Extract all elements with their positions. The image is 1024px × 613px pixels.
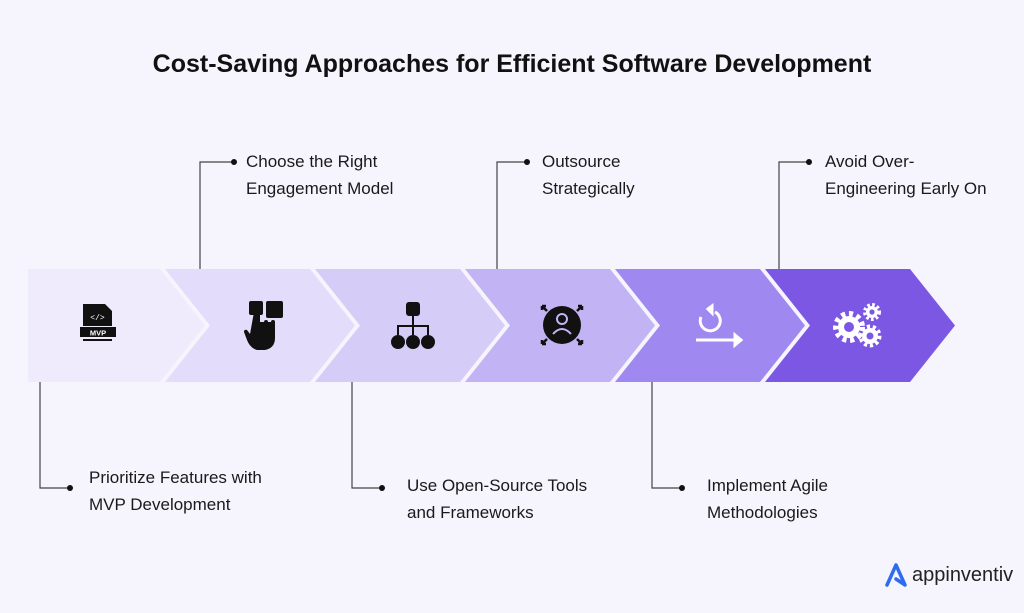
label-line: MVP Development xyxy=(89,495,231,514)
connector-dot xyxy=(67,485,73,491)
connector-dot xyxy=(679,485,685,491)
agile-cycle-icon xyxy=(696,303,744,349)
hierarchy-icon xyxy=(391,302,435,349)
hand-tap-icon xyxy=(244,301,283,350)
step-label-6: Avoid Over- Engineering Early On xyxy=(825,148,987,202)
connector-dot xyxy=(379,485,385,491)
label-line: Avoid Over- xyxy=(825,152,915,171)
connector-dot xyxy=(806,159,812,165)
chevron-step-5 xyxy=(615,269,805,382)
brand-name: appinventiv xyxy=(912,563,1014,586)
connector-4 xyxy=(496,161,525,269)
label-line: Strategically xyxy=(542,179,635,198)
label-line: Use Open-Source Tools xyxy=(407,476,588,495)
label-line: Implement Agile xyxy=(707,476,828,495)
appinventiv-logo-icon xyxy=(885,563,907,587)
connector-2 xyxy=(199,161,232,269)
user-focus-icon xyxy=(540,304,584,346)
label-line: Engagement Model xyxy=(246,179,394,198)
svg-text:</>: </> xyxy=(90,314,105,323)
connector-6 xyxy=(778,161,807,269)
label-line: Engineering Early On xyxy=(825,179,987,198)
connector-dot xyxy=(524,159,530,165)
connector-3 xyxy=(351,382,380,489)
label-line: and Frameworks xyxy=(407,503,534,522)
mvp-text: MVP xyxy=(90,329,106,338)
chevron-step-1 xyxy=(28,269,205,382)
brand-logo: appinventiv xyxy=(884,562,1013,588)
label-line: Choose the Right xyxy=(246,152,378,171)
step-label-3: Use Open-Source Tools and Frameworks xyxy=(407,472,587,526)
gears-icon xyxy=(833,303,882,348)
connector-dot xyxy=(231,159,237,165)
label-line: Methodologies xyxy=(707,503,818,522)
page-title: Cost-Saving Approaches for Efficient Sof… xyxy=(152,50,872,78)
label-line: Outsource xyxy=(542,152,621,171)
connector-1 xyxy=(39,382,68,489)
mvp-file-icon: </> MVP xyxy=(80,304,116,341)
label-line: Prioritize Features with xyxy=(89,468,262,487)
connector-5 xyxy=(651,382,680,489)
